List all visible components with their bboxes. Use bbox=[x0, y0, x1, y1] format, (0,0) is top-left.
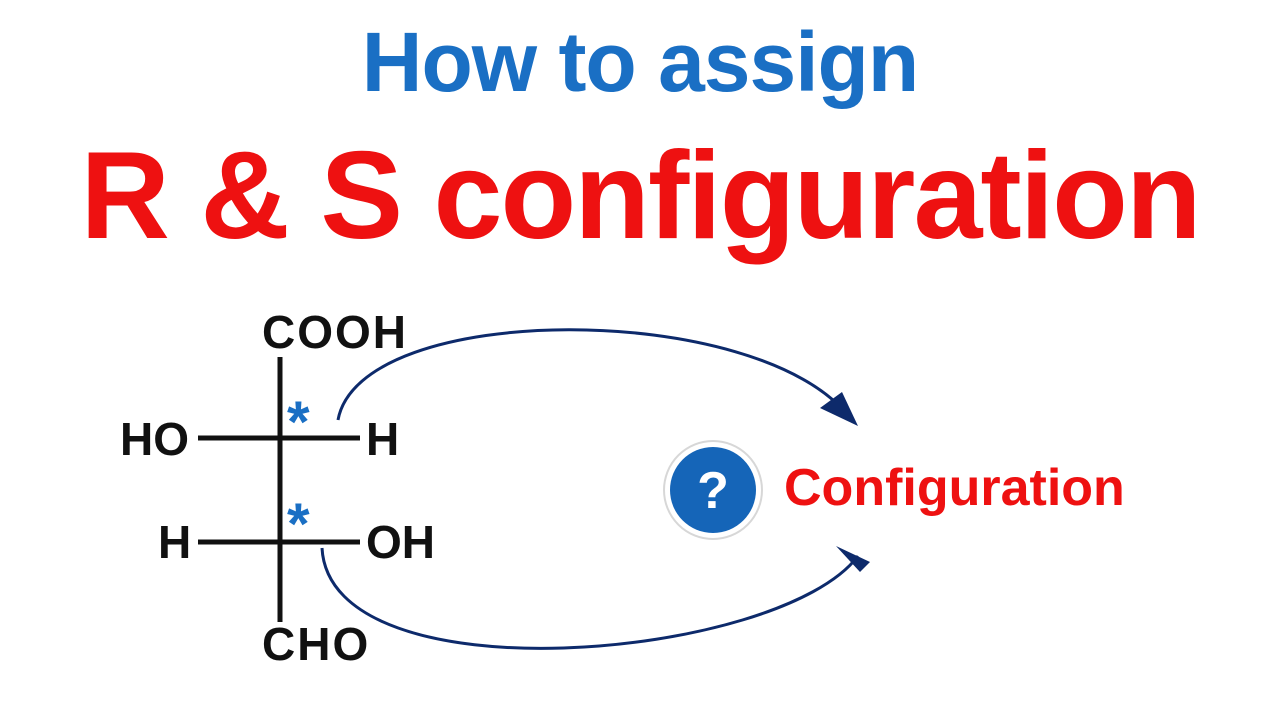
bottom-group-label: CHO bbox=[262, 618, 370, 670]
fischer-projection: COOH HO H H OH CHO bbox=[120, 306, 435, 670]
curved-arrow-icon bbox=[320, 547, 860, 650]
stereocenter-marker-2: * bbox=[287, 492, 310, 557]
top-group-label: COOH bbox=[262, 306, 408, 358]
configuration-label: Configuration bbox=[784, 459, 1125, 517]
arrowhead-top bbox=[820, 392, 858, 426]
curved-arrow-icon bbox=[336, 328, 852, 421]
title-line-2: R & S configuration bbox=[80, 127, 1201, 265]
row1-right-label: H bbox=[366, 413, 399, 465]
question-symbol: ? bbox=[697, 462, 729, 520]
stereocenter-marker-1: * bbox=[287, 390, 310, 455]
row2-right-label: OH bbox=[366, 516, 435, 568]
question-mark-icon: ? bbox=[663, 440, 763, 540]
row1-left-label: HO bbox=[120, 413, 189, 465]
arrowhead-bottom bbox=[836, 546, 870, 572]
title-line-1: How to assign bbox=[361, 15, 919, 109]
row2-left-label: H bbox=[158, 516, 191, 568]
